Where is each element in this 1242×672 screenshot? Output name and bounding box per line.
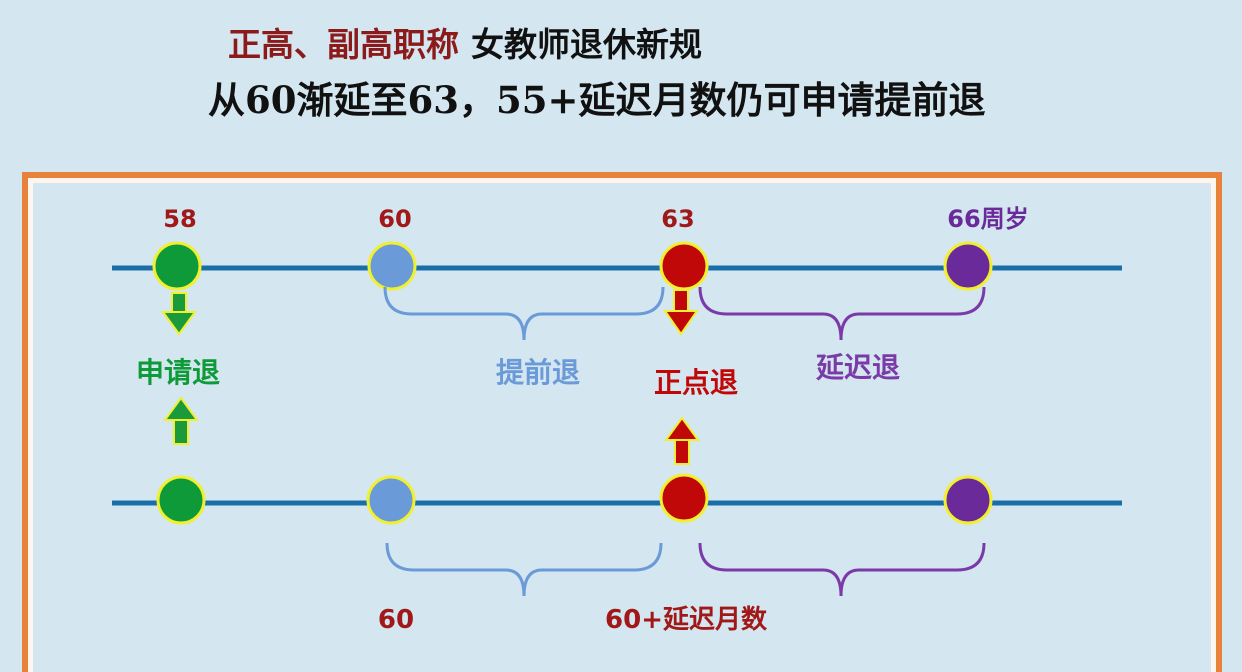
node-top-58	[152, 241, 202, 291]
bottom-label-delay-months: 60+延迟月数	[605, 605, 768, 635]
node-bottom-60	[366, 475, 416, 525]
node-top-60	[367, 241, 417, 291]
node-top-66	[943, 241, 993, 291]
title-line-2: 从60渐延至63，55+延迟月数仍可申请提前退	[208, 78, 986, 122]
bracket-early-top	[383, 286, 665, 341]
node-top-63	[659, 241, 709, 291]
label-delay-retire: 延迟退	[815, 351, 900, 384]
bracket-delay-top	[698, 286, 986, 341]
age-label-60: 60	[378, 205, 411, 233]
bracket-early-bottom	[385, 542, 663, 597]
label-ontime-retire: 正点退	[654, 366, 738, 399]
bottom-label-60: 60	[378, 605, 414, 635]
diagram-frame	[22, 172, 1222, 672]
age-label-63: 63	[661, 205, 694, 233]
arrow-up-green-icon	[163, 396, 199, 445]
label-early-retire: 提前退	[496, 356, 580, 389]
age-label-66: 66周岁	[947, 205, 1028, 233]
node-bottom-58	[156, 475, 206, 525]
arrow-up-red-icon	[664, 416, 700, 465]
title-highlight: 正高、副高职称	[228, 25, 459, 64]
label-apply-retire: 申请退	[136, 356, 220, 389]
age-label-58: 58	[163, 205, 196, 233]
node-bottom-63	[659, 473, 709, 523]
node-bottom-66	[943, 475, 993, 525]
arrow-down-green-icon	[161, 292, 197, 336]
timeline-diagram: 58 60 63 66周岁 申请退 提前退 正点退 延迟退 60 60+延迟	[112, 205, 1122, 635]
title-subject: 女教师退休新规	[471, 25, 702, 64]
bracket-delay-bottom	[698, 542, 986, 597]
title-line-1: 正高、副高职称女教师退休新规	[228, 20, 702, 70]
arrow-down-red-icon	[663, 289, 699, 336]
